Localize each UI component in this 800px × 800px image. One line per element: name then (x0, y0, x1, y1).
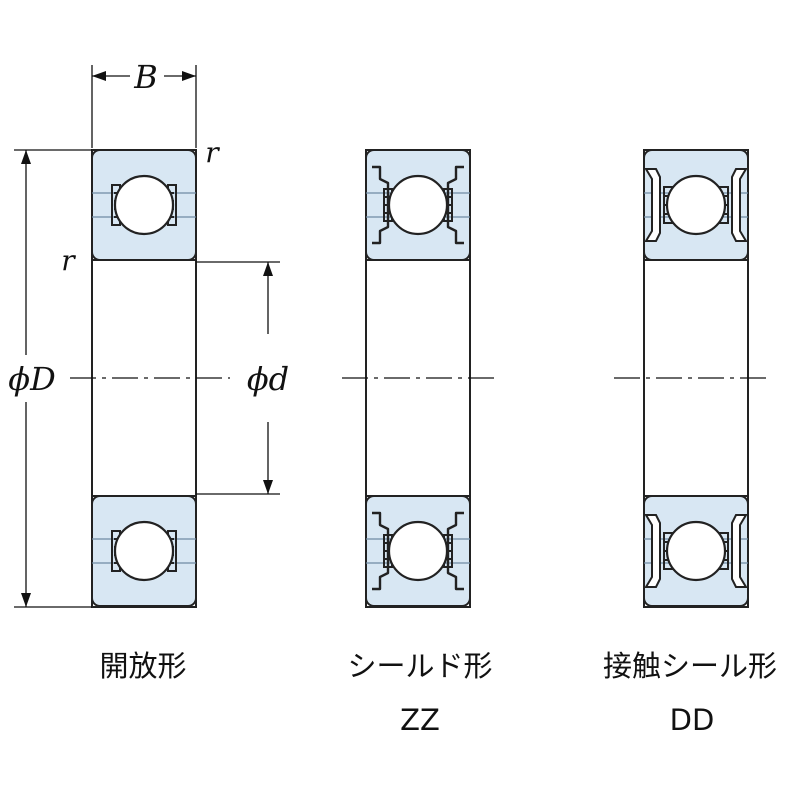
bore-diameter-dimension (196, 261, 280, 495)
outer-diameter-dimension (14, 149, 92, 608)
caption-seal-type: 接触シール形 (603, 649, 777, 683)
caption-seal-code: DD (670, 703, 715, 737)
corner-radius-label-inner: r (61, 244, 76, 277)
caption-shield-type: シールド形 (347, 649, 492, 683)
upper-ball (113, 174, 175, 236)
corner-radius-label-outer: r (205, 136, 220, 169)
outer-diameter-label: ϕD (8, 360, 55, 398)
caption-open-type: 開放形 (99, 649, 186, 683)
width-dimension (91, 65, 197, 148)
bore-diameter-label: ϕd (247, 360, 289, 398)
caption-shield-code: ZZ (400, 703, 440, 737)
width-label: B (133, 58, 158, 96)
lower-ball (113, 520, 175, 582)
